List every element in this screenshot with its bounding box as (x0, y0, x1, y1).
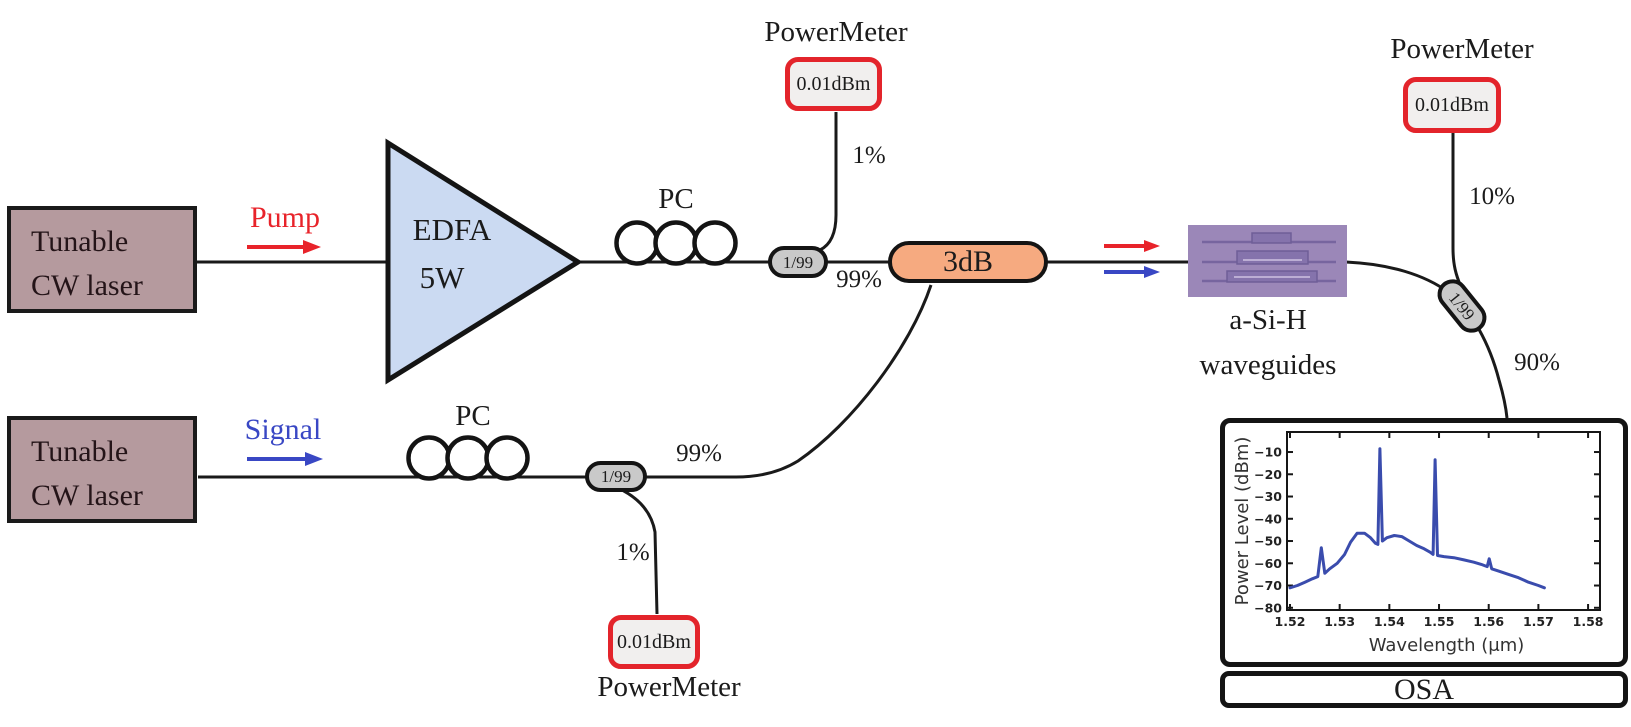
pc-loop-icon (445, 435, 491, 481)
fiber-waveguides-to-splitter (1345, 260, 1509, 419)
y-tick-label: −20 (1254, 467, 1282, 482)
y-tick-label: −70 (1254, 578, 1282, 593)
pump-tap-splitter: 1/99 (768, 246, 828, 278)
signal-laser-box: Tunable CW laser (7, 416, 197, 523)
pc-loop-icon (406, 435, 452, 481)
y-tick-label: −30 (1254, 489, 1282, 504)
waveguide-label-line1: a-Si-H (1229, 304, 1307, 336)
signal-tap-splitter: 1/99 (585, 461, 647, 492)
x-tick-label: 1.52 (1275, 614, 1306, 629)
pc-loop-icon (653, 220, 699, 266)
waveguide-label-line2: waveguides (1199, 349, 1337, 381)
output-through-percent-label: 90% (1514, 349, 1560, 376)
edfa-label-line2: 5W (419, 260, 465, 295)
y-tick-label: −10 (1254, 445, 1282, 460)
signal-powermeter-display: 0.01dBm (608, 615, 700, 669)
signal-arrow-icon (247, 452, 323, 466)
waveguide-ridge-2 (1236, 250, 1309, 265)
signal-laser-label-line2: CW laser (31, 479, 143, 512)
y-tick-label: −60 (1254, 556, 1282, 571)
signal-in-waveguide-arrow-icon (1104, 266, 1160, 278)
signal-beam-label: Signal (244, 413, 322, 446)
output-powermeter-display: 0.01dBm (1403, 77, 1501, 133)
fiber-signal-to-coupler (646, 284, 933, 479)
x-tick-label: 1.54 (1374, 614, 1405, 629)
edfa-amplifier-triangle (385, 138, 583, 385)
pump-through-percent-label: 99% (836, 266, 882, 293)
fiber-pump-tap-to-powermeter (819, 112, 838, 252)
pump-beam-label: Pump (249, 201, 321, 234)
y-tick-label: −40 (1254, 511, 1282, 526)
pump-powermeter-title: PowerMeter (764, 16, 908, 48)
signal-tap-percent-label: 1% (616, 539, 650, 566)
pump-arrow-icon (247, 240, 321, 254)
pump-laser-label-line1: Tunable (31, 225, 129, 258)
y-axis-label: Power Level (dBm) (1232, 437, 1253, 606)
output-powermeter-title: PowerMeter (1390, 33, 1534, 65)
pump-in-waveguide-arrow-icon (1104, 240, 1160, 252)
edfa-label-line1: EDFA (412, 212, 492, 247)
pump-laser-label-line2: CW laser (31, 269, 143, 302)
signal-pc-label: PC (455, 400, 491, 432)
chart-axes-frame (1286, 431, 1601, 611)
pump-pc-label: PC (658, 183, 694, 215)
x-tick-label: 1.53 (1324, 614, 1355, 629)
x-tick-label: 1.56 (1473, 614, 1504, 629)
waveguide-ridge-1 (1251, 232, 1292, 244)
x-tick-label: 1.55 (1424, 614, 1455, 629)
waveguide-chip (1188, 225, 1347, 297)
pc-loop-icon (692, 220, 738, 266)
signal-laser-label-line1: Tunable (31, 435, 129, 468)
y-tick-label: −80 (1254, 600, 1282, 615)
x-tick-label: 1.58 (1573, 614, 1604, 629)
pump-powermeter-display: 0.01dBm (785, 57, 882, 111)
x-tick-label: 1.57 (1523, 614, 1554, 629)
output-tap-percent-label: 10% (1469, 183, 1515, 210)
signal-powermeter-title: PowerMeter (597, 671, 741, 703)
spectrum-trace (1288, 447, 1546, 590)
osa-name-plate: OSA (1220, 671, 1628, 708)
pump-laser-box: Tunable CW laser (7, 206, 197, 313)
y-tick-label: −50 (1254, 534, 1282, 549)
osa-spectrum-chart: 1.52 1.53 1.54 1.55 1.56 1.57 1.58 −10 −20 −30 −40… (1232, 431, 1604, 656)
pc-loop-icon (484, 435, 530, 481)
3db-coupler: 3dB (888, 241, 1048, 283)
x-axis-label: Wavelength (μm) (1369, 635, 1525, 656)
signal-through-percent-label: 99% (676, 440, 722, 467)
pc-loop-icon (614, 220, 660, 266)
pump-tap-percent-label: 1% (852, 142, 886, 169)
